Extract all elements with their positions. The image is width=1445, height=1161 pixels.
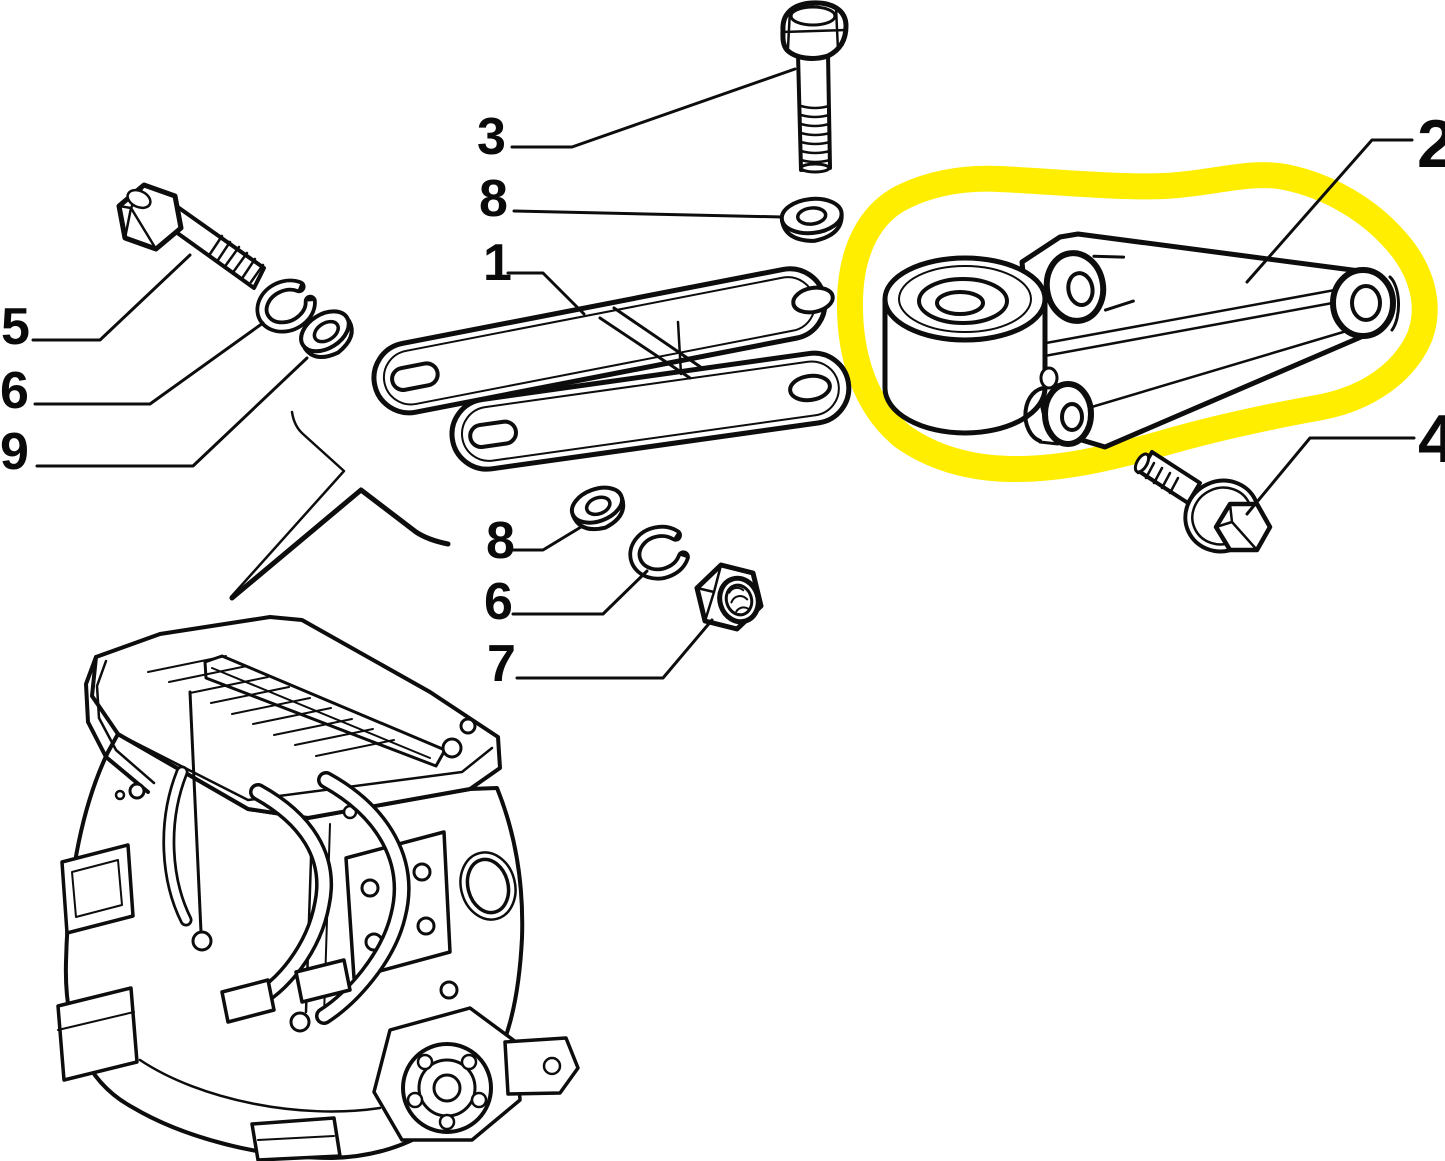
cover-boss: [441, 737, 463, 759]
bolt4-head: [1213, 501, 1273, 553]
manifold-tubes: [162, 765, 411, 1025]
stud-2: [114, 789, 126, 801]
bracket-hole-lower: [788, 373, 832, 403]
part-6a-spring-washer: [255, 278, 317, 334]
bolt5-threads: [208, 234, 265, 284]
washer9-rim: [303, 318, 354, 359]
dipstick-knob: [191, 930, 213, 952]
callout-label-6-mid: 6: [484, 573, 513, 631]
bolt3-head-top: [789, 5, 837, 27]
pointer-thin: [229, 410, 346, 599]
cover-ribs: [147, 655, 395, 757]
callout-label-4: 4: [1418, 401, 1445, 477]
callout-6-left: 6: [0, 321, 265, 420]
manifold-flange-2: [294, 958, 352, 1004]
part-2-torque-arm: [882, 231, 1401, 450]
callout-label-8-mid: 8: [486, 512, 515, 570]
callout-label-1: 1: [483, 234, 512, 292]
callout-4: 4: [1245, 401, 1445, 516]
thermostat-housing: [60, 843, 135, 935]
bolt3-threads: [799, 104, 832, 164]
callout-label-3: 3: [477, 108, 506, 166]
bolt4-head-facets: [1214, 502, 1259, 552]
pump-hub: [432, 1073, 462, 1103]
part-3-bolt: [780, 0, 849, 174]
callout-label-6-left: 6: [0, 362, 29, 420]
upper-eyelet: [1043, 250, 1135, 324]
callout-1: 1: [483, 234, 586, 316]
part-8a-washer: [779, 196, 844, 243]
mount-arm: [503, 1036, 580, 1096]
pointer-lines: [229, 410, 451, 601]
bushing-bore: [935, 290, 985, 316]
part-8b-washer: [569, 485, 626, 532]
thermostat-housing-inner: [71, 859, 123, 918]
callouts: 3 8 1 2 5 6 9 8: [0, 67, 1445, 693]
lower-housing-line: [57, 1011, 135, 1031]
pump-bolts: [406, 1053, 488, 1131]
mount-arm-hole: [542, 1056, 562, 1076]
bracket-hole-upper: [791, 285, 835, 315]
highlight-loop: [836, 162, 1438, 483]
part-5-bolt: [116, 182, 266, 290]
cover-rail-line: [211, 667, 431, 759]
bushing-rim: [898, 265, 1032, 333]
bracket-fork-lines: [598, 306, 704, 380]
part-1-bracket: [371, 266, 852, 472]
part-4-bolt: [1133, 450, 1273, 554]
callout-8-top: 8: [479, 170, 784, 228]
callout-label-2: 2: [1417, 106, 1445, 182]
dipstick: [188, 690, 203, 934]
cover-frame-inner: [95, 659, 156, 785]
block-boss: [459, 851, 517, 921]
part-7-nut: [694, 562, 764, 632]
washer8b-rim: [571, 496, 626, 532]
nut-bore: [717, 575, 761, 625]
engine-assembly: [56, 615, 580, 1161]
callout-label-9: 9: [0, 423, 29, 481]
washer9-hole: [312, 319, 340, 344]
callout-5: 5: [1, 253, 192, 356]
manifold-flange-1: [220, 978, 276, 1024]
washer8b-hole: [584, 495, 612, 517]
callout-6-mid: 6: [484, 569, 649, 631]
bolt3-tip: [799, 162, 831, 174]
callout-7: 7: [487, 618, 714, 693]
callout-label-7: 7: [487, 635, 516, 693]
pan-seam: [138, 1058, 382, 1113]
block-hole-3: [289, 1011, 311, 1033]
highlight-marker: [836, 162, 1438, 483]
stud-1: [128, 782, 146, 800]
callout-label-8-top: 8: [479, 170, 508, 228]
lower-bushing: [1023, 366, 1094, 447]
callout-8-mid: 8: [486, 512, 583, 570]
bolt4-tip: [1133, 452, 1151, 474]
callout-2: 2: [1245, 106, 1445, 284]
block-hole-1: [439, 980, 459, 1000]
part-6b-spring-washer: [628, 524, 690, 581]
washer8a-hole: [795, 206, 828, 226]
pan-lug-line: [257, 1135, 335, 1141]
washer8a-rim: [779, 211, 844, 243]
callout-3: 3: [477, 67, 797, 166]
callout-label-5: 5: [1, 298, 30, 356]
pointer-thick: [229, 487, 451, 601]
right-eyelet: [1330, 267, 1401, 339]
callout-9: 9: [0, 356, 309, 481]
part-9-washer: [299, 309, 354, 359]
bracket-lower-link: [449, 350, 852, 472]
cover-boss-2: [459, 717, 477, 735]
nut-facets: [695, 563, 723, 623]
arm-ridges: [1006, 288, 1352, 422]
bolt5-head-top: [126, 188, 152, 210]
lower-housing: [56, 986, 139, 1082]
cover-frame-outer: [84, 655, 150, 794]
side-plate-bolts: [360, 862, 436, 952]
